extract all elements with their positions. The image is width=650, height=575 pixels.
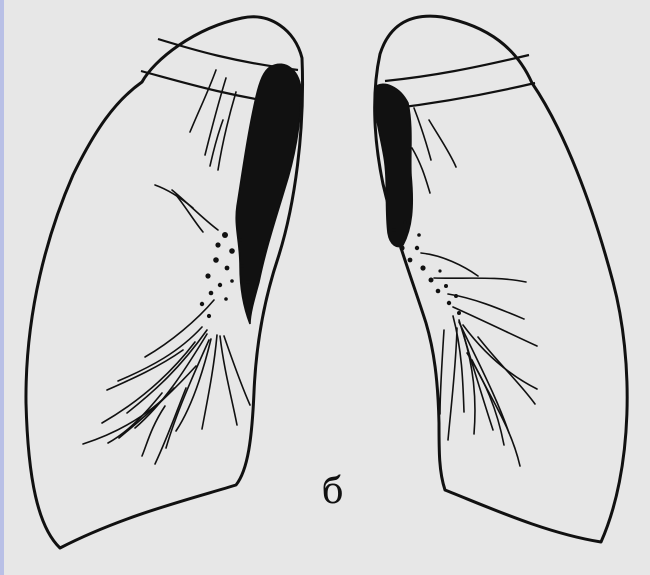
right-bronchus-tube-top: [385, 55, 529, 81]
panel-label: б: [322, 474, 344, 510]
left-lung: [26, 17, 303, 548]
right-bronchial-tree: [412, 108, 537, 466]
right-lung: [375, 16, 628, 542]
right-bronchus-tube-bottom: [388, 83, 535, 109]
